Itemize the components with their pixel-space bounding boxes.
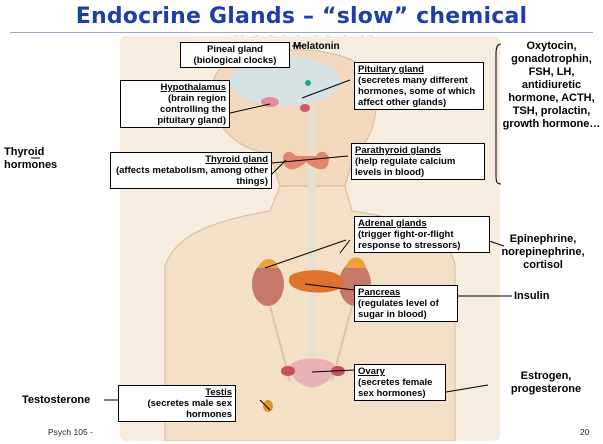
testis-hormone-label: Testosterone [22, 394, 90, 407]
pancreas-label: Pancreas (regulates level of sugar in bl… [354, 285, 458, 322]
ovary-hormones-label: Estrogen, progesterone [494, 370, 598, 396]
thyroid-hormones-label: Thyroid hormones [4, 146, 56, 172]
pineal-label: Pineal gland (biological clocks) [180, 42, 290, 68]
parathyroid-label: Parathyroid glands (help regulate calciu… [351, 143, 485, 180]
hypothalamus-label: Hypothalamus (brain region controlling t… [120, 80, 230, 128]
ovary-label: Ovary (secretes female sex hormones) [354, 364, 446, 401]
pituitary-hormones-label: Oxytocin, gonadotrophin, FSH, LH, antidi… [500, 40, 603, 131]
thyroid-label: Thyroid gland (affects metabolism, among… [110, 152, 272, 189]
adrenal-label: Adrenal glands (trigger fight-or-flight … [354, 216, 490, 253]
footer-course: Psych 105 - [48, 427, 93, 437]
testis-label: Testis (secretes male sex hormones [118, 385, 236, 422]
melatonin-label: Melatonin [293, 40, 340, 53]
pituitary-label: Pituitary gland (secretes many different… [354, 62, 484, 110]
adrenal-hormones-label: Epinephrine, norepinephrine, cortisol [486, 233, 600, 272]
pancreas-hormone-label: Insulin [514, 290, 549, 303]
page-number: 20 [580, 427, 589, 437]
